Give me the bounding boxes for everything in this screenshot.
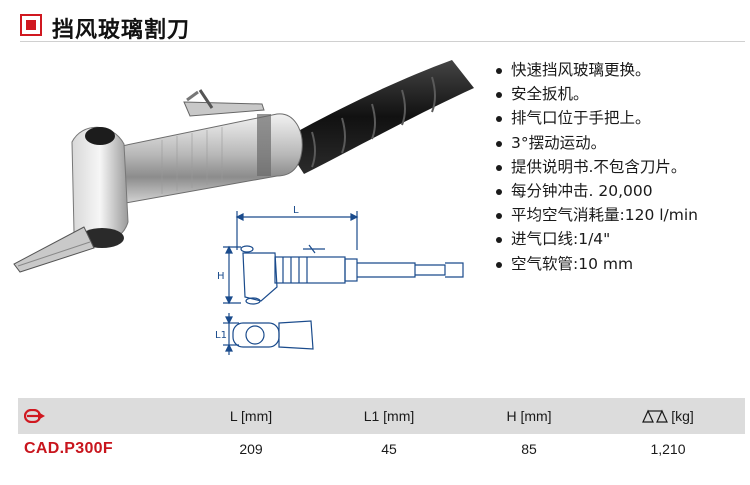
feature-list: 快速挡风玻璃更换。 安全扳机。 排气口位于手把上。 3°摆动运动。 提供说明书.… (495, 58, 698, 276)
page-title: 挡风玻璃割刀 (52, 18, 191, 43)
feature-item: 3°摆动运动。 (495, 131, 698, 155)
value-h: 85 (521, 441, 537, 457)
table-header: L [mm] L1 [mm] H [mm] [kg] (18, 398, 745, 434)
title-bar: 挡风玻璃割刀 (20, 12, 745, 43)
model-code: CAD.P300F (24, 440, 113, 457)
safety-lever (183, 101, 265, 117)
value-weight: 1,210 (650, 441, 686, 457)
product-image (13, 60, 474, 273)
scale-icon (642, 409, 669, 423)
cutting-blade (13, 226, 95, 273)
feature-item: 空气软管:10 mm (495, 252, 698, 276)
col-header-weight: [kg] (593, 398, 743, 434)
col-header-h: H [mm] (506, 408, 552, 424)
feature-item: 每分钟冲击. 20,000 (495, 179, 698, 203)
dim-label-l1: L1 (215, 330, 227, 341)
red-square-icon (20, 14, 42, 36)
air-hose (282, 60, 474, 174)
feature-item: 平均空气消耗量:120 l/min (495, 203, 698, 227)
dim-label-h: H (217, 271, 225, 282)
facom-arrow-icon (24, 398, 174, 434)
table-row: CAD.P300F 209 45 85 1,210 (18, 434, 745, 464)
dim-label-l: L (293, 205, 299, 216)
weight-unit-label: [kg] (671, 408, 694, 424)
value-l1: 45 (381, 441, 397, 457)
col-header-l: L [mm] (229, 408, 273, 424)
spec-table: L [mm] L1 [mm] H [mm] [kg] CAD.P300F 209… (18, 398, 745, 464)
feature-item: 提供说明书.不包含刀片。 (495, 155, 698, 179)
dimension-diagrams: L H L1 (215, 205, 464, 355)
feature-item: 快速挡风玻璃更换。 (495, 58, 698, 82)
feature-item: 进气口线:1/4" (495, 227, 698, 251)
feature-item: 排气口位于手把上。 (495, 106, 698, 130)
title-divider (20, 41, 745, 42)
feature-item: 安全扳机。 (495, 82, 698, 106)
col-header-l1: L1 [mm] (363, 408, 415, 424)
value-l: 209 (239, 441, 263, 457)
